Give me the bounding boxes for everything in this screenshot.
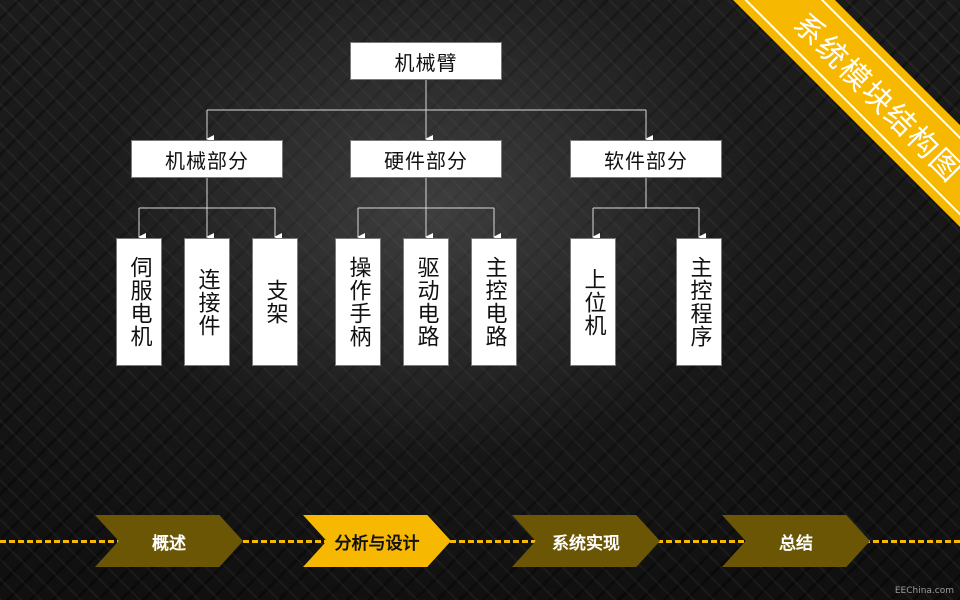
node-group-hardware: 硬件部分 — [350, 140, 502, 178]
nav-step-analysis-design[interactable]: 分析与设计 — [303, 515, 451, 567]
node-leaf: 驱动电路 — [403, 238, 449, 366]
node-leaf: 伺服电机 — [116, 238, 162, 366]
node-leaf: 支架 — [252, 238, 298, 366]
nav-step-implementation[interactable]: 系统实现 — [512, 515, 660, 567]
node-leaf: 主控程序 — [676, 238, 722, 366]
node-group-software: 软件部分 — [570, 140, 722, 178]
node-leaf: 主控电路 — [471, 238, 517, 366]
nav-step-overview[interactable]: 概述 — [95, 515, 243, 567]
node-leaf: 上位机 — [570, 238, 616, 366]
node-leaf: 连接件 — [184, 238, 230, 366]
nav-timeline — [0, 540, 960, 543]
node-leaf: 操作手柄 — [335, 238, 381, 366]
node-group-mechanical: 机械部分 — [131, 140, 283, 178]
watermark: EEChina.com — [894, 586, 954, 596]
node-root: 机械臂 — [350, 42, 502, 80]
nav-step-summary[interactable]: 总结 — [722, 515, 870, 567]
